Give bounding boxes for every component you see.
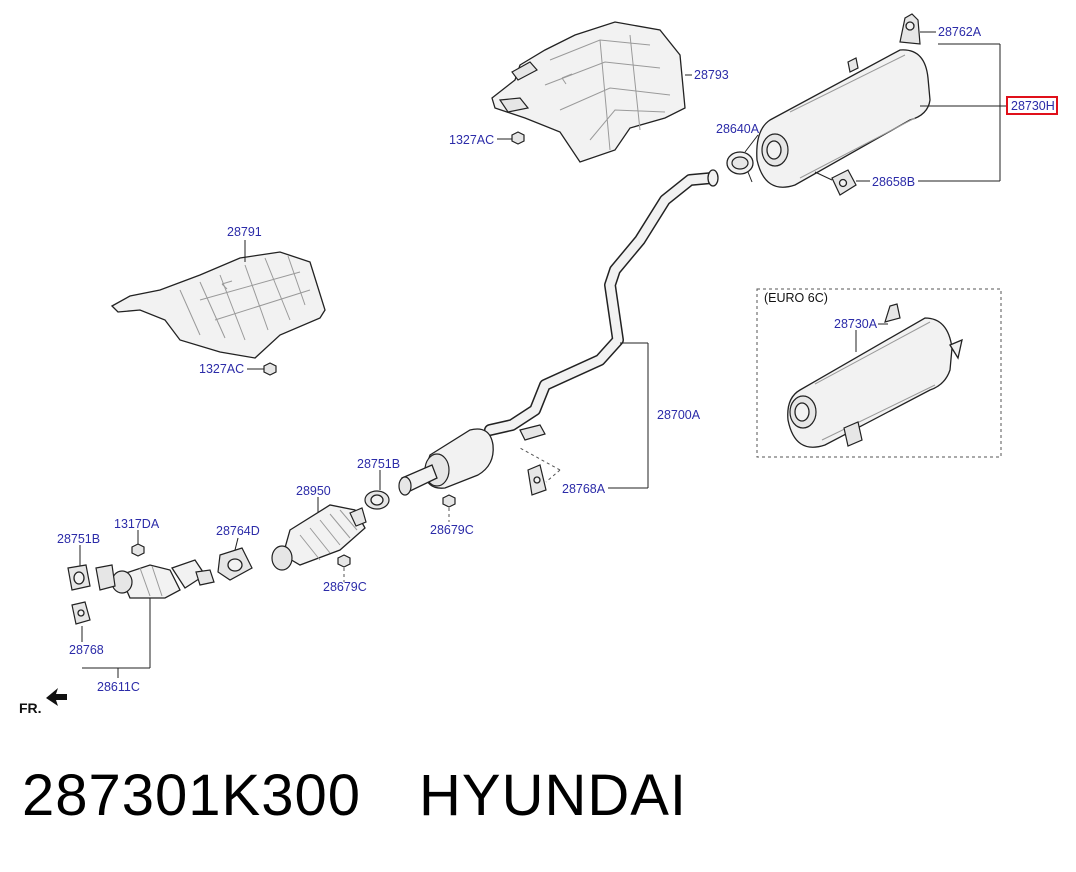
label-28640a: 28640A (716, 122, 760, 136)
catalytic-converter (271, 504, 367, 571)
label-28791: 28791 (227, 225, 262, 239)
label-28679c-cat: 28679C (323, 580, 367, 594)
label-28658b: 28658B (872, 175, 915, 189)
label-1317da: 1317DA (114, 517, 160, 531)
part-number: 287301K300 (22, 763, 361, 828)
hanger-rear (814, 169, 857, 196)
center-resonator (398, 428, 494, 496)
label-28751b-mid: 28751B (357, 457, 400, 471)
nut-mid (442, 494, 456, 508)
heat-shield-lower (110, 251, 326, 359)
label-28950: 28950 (296, 484, 331, 498)
hanger-front (71, 601, 91, 625)
label-28730a: 28730A (834, 317, 878, 331)
gasket-mid (364, 490, 390, 510)
bolt-upper (511, 131, 525, 145)
label-28751b-front: 28751B (57, 532, 100, 546)
highlight-box-28730h (1006, 96, 1058, 115)
nut-catalyst (337, 554, 351, 568)
caption: 287301K300 HYUNDAI (22, 762, 687, 829)
bolt-front (131, 543, 145, 557)
label-28793: 28793 (694, 68, 729, 82)
label-euro-6c: (EURO 6C) (764, 291, 828, 305)
front-pipe (111, 559, 215, 599)
gasket-catalyst (217, 547, 253, 581)
euro-6c-inset (756, 288, 1002, 458)
label-28679c-mid: 28679C (430, 523, 474, 537)
brand-name: HYUNDAI (419, 763, 688, 828)
hanger-mid (527, 464, 547, 496)
muffler-euro-6c (787, 303, 963, 448)
bolt-lower (263, 362, 277, 376)
rear-muffler (756, 49, 931, 188)
exhaust-parts-diagram: 28793 1327AC 28791 1327AC 28762A 2 (19, 13, 1058, 716)
muffler-clamp (726, 151, 754, 183)
label-28768a: 28768A (562, 482, 606, 496)
label-28764d: 28764D (216, 524, 260, 538)
front-direction-arrow-icon (46, 688, 67, 706)
label-28762a: 28762A (938, 25, 982, 39)
label-28730h[interactable]: 28730H (1011, 99, 1055, 113)
label-28611c: 28611C (97, 680, 140, 694)
heat-shield-upper (491, 21, 686, 163)
label-28700a: 28700A (657, 408, 701, 422)
label-1327ac-lower: 1327AC (199, 362, 244, 376)
hanger-top (899, 13, 921, 45)
label-1327ac-upper: 1327AC (449, 133, 494, 147)
gasket-front (67, 564, 116, 591)
center-pipe (484, 169, 719, 441)
front-mark: FR. (19, 700, 42, 716)
label-28768: 28768 (69, 643, 104, 657)
